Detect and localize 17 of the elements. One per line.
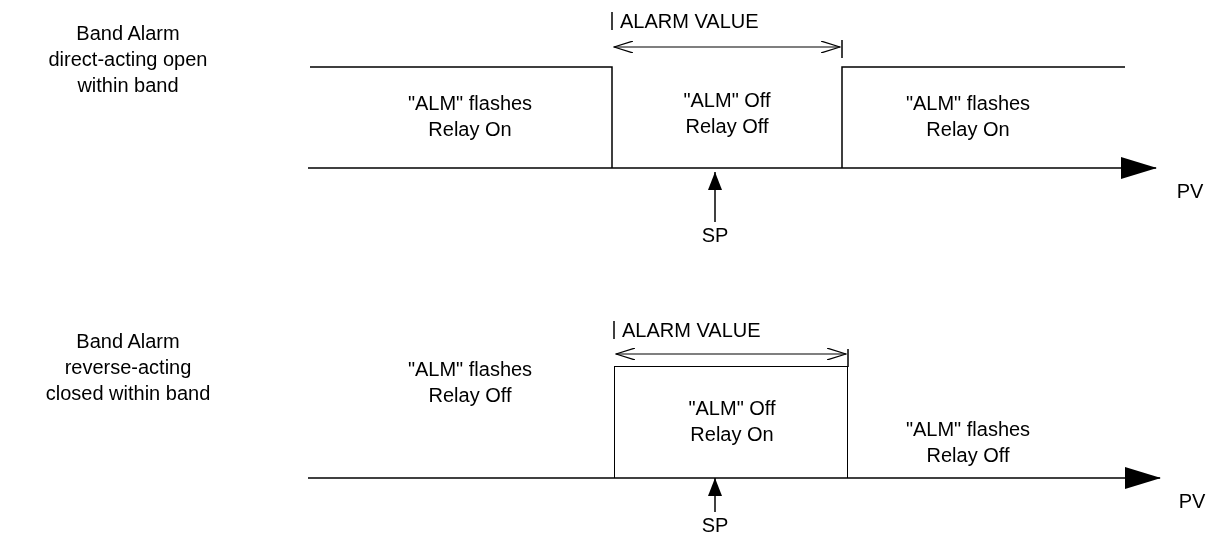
setpoint-label: SP: [700, 222, 730, 248]
state-text: "ALM" flashes Relay Off: [406, 357, 534, 408]
arrow: [708, 477, 722, 513]
state-text: "ALM" Off Relay Off: [682, 88, 772, 139]
state-text: "ALM" Off Relay On: [687, 396, 777, 447]
state-box: [614, 366, 848, 478]
setpoint-label: SP: [700, 512, 730, 538]
mode-label: Band Alarm direct-acting open within band: [48, 21, 208, 98]
state-text: "ALM" flashes Relay Off: [904, 417, 1032, 468]
axis-label: PV: [1176, 179, 1204, 204]
band-label: ALARM VALUE: [620, 9, 759, 34]
axis-label: PV: [1178, 489, 1206, 514]
mode-label: Band Alarm reverse-acting closed within band: [44, 329, 212, 406]
band-label: ALARM VALUE: [622, 318, 761, 343]
arrow: [708, 171, 722, 223]
state-text: "ALM" flashes Relay On: [904, 91, 1032, 142]
state-text: "ALM" flashes Relay On: [406, 91, 534, 142]
